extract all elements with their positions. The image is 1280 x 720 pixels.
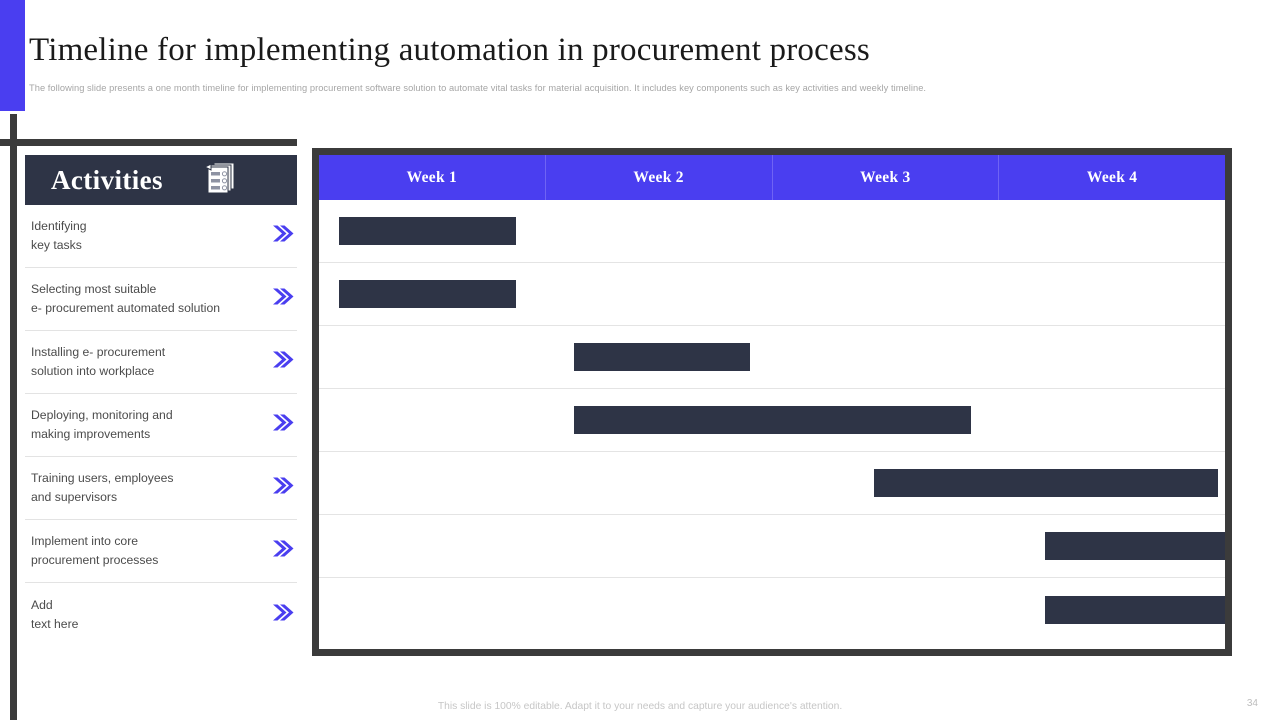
gantt-row	[319, 263, 1225, 326]
activity-label-line1: Selecting most suitable	[31, 282, 157, 296]
double-chevron-right-icon[interactable]	[269, 475, 295, 502]
gantt-row	[319, 578, 1225, 641]
list-item[interactable]: Deploying, monitoring and making improve…	[25, 394, 297, 457]
double-chevron-right-icon[interactable]	[269, 349, 295, 376]
list-item[interactable]: Selecting most suitable e- procurement a…	[25, 268, 297, 331]
double-chevron-right-icon[interactable]	[269, 223, 295, 250]
double-chevron-right-icon[interactable]	[269, 601, 295, 628]
activity-label: Installing e- procurement solution into …	[25, 343, 247, 381]
activity-label-line1: Installing e- procurement	[31, 345, 166, 359]
gantt-column-header: Week 2	[546, 155, 773, 200]
document-list-icon	[201, 159, 239, 202]
activity-label-line2: key tasks	[31, 238, 82, 252]
gantt-row	[319, 326, 1225, 389]
footer-note: This slide is 100% editable. Adapt it to…	[437, 701, 843, 712]
list-item[interactable]: Implement into core procurement processe…	[25, 520, 297, 583]
activity-label-line1: Deploying, monitoring and	[31, 408, 173, 422]
gantt-chart: Week 1 Week 2 Week 3 Week 4	[312, 148, 1232, 656]
gantt-bar[interactable]	[1044, 532, 1225, 560]
activity-label: Implement into core procurement processe…	[25, 532, 247, 570]
list-item[interactable]: Add text here	[25, 583, 297, 646]
double-chevron-right-icon[interactable]	[269, 538, 295, 565]
activity-label-line1: Identifying	[31, 219, 87, 233]
activity-label-line2: e- procurement automated solution	[31, 301, 221, 315]
gantt-bar[interactable]	[338, 280, 517, 308]
page-title: Timeline for implementing automation in …	[29, 32, 870, 68]
gantt-column-header: Week 1	[319, 155, 546, 200]
activity-label-line2: making improvements	[31, 427, 151, 441]
gantt-column-header: Week 3	[773, 155, 1000, 200]
page-number: 34	[1246, 698, 1258, 709]
horizontal-rule-top	[0, 139, 297, 146]
vertical-rule-left	[10, 114, 17, 720]
activities-heading: Activities	[51, 164, 163, 195]
activity-label-line1: Training users, employees	[31, 471, 174, 485]
gantt-header-row: Week 1 Week 2 Week 3 Week 4	[319, 155, 1225, 200]
gantt-row	[319, 452, 1225, 515]
activity-label-line1: Add	[31, 597, 53, 612]
double-chevron-right-icon[interactable]	[269, 412, 295, 439]
gantt-bar[interactable]	[874, 469, 1218, 497]
gantt-bar[interactable]	[573, 343, 751, 371]
gantt-row	[319, 200, 1225, 263]
double-chevron-right-icon[interactable]	[269, 286, 295, 313]
activity-label-line1: Implement into core	[31, 534, 139, 548]
gantt-bar[interactable]	[1044, 595, 1225, 624]
activity-label: Deploying, monitoring and making improve…	[25, 406, 247, 444]
activity-label: Training users, employees and supervisor…	[25, 469, 247, 507]
activity-label: Selecting most suitable e- procurement a…	[25, 280, 247, 318]
gantt-bar[interactable]	[338, 217, 517, 245]
gantt-column-header: Week 4	[1086, 168, 1138, 186]
activities-header: Activities	[25, 155, 297, 205]
purple-accent-bar	[0, 0, 25, 111]
list-item[interactable]: Installing e- procurement solution into …	[25, 331, 297, 394]
list-item[interactable]: Training users, employees and supervisor…	[25, 457, 297, 520]
activity-label: Add text here	[25, 596, 247, 634]
activity-label-line2: solution into workplace	[31, 364, 155, 378]
gantt-row	[319, 515, 1225, 578]
activities-panel: Activities Identifying k	[25, 155, 297, 646]
gantt-row	[319, 389, 1225, 452]
activity-label-line2: procurement processes	[31, 553, 159, 567]
page-subtitle: The following slide presents a one month…	[29, 83, 927, 93]
list-item[interactable]: Identifying key tasks	[25, 205, 297, 268]
gantt-bar[interactable]	[573, 406, 972, 434]
gantt-body	[319, 200, 1225, 649]
activity-label-line2: text here	[31, 616, 79, 631]
activity-label-line2: and supervisors	[31, 490, 118, 504]
activity-label: Identifying key tasks	[25, 217, 247, 255]
